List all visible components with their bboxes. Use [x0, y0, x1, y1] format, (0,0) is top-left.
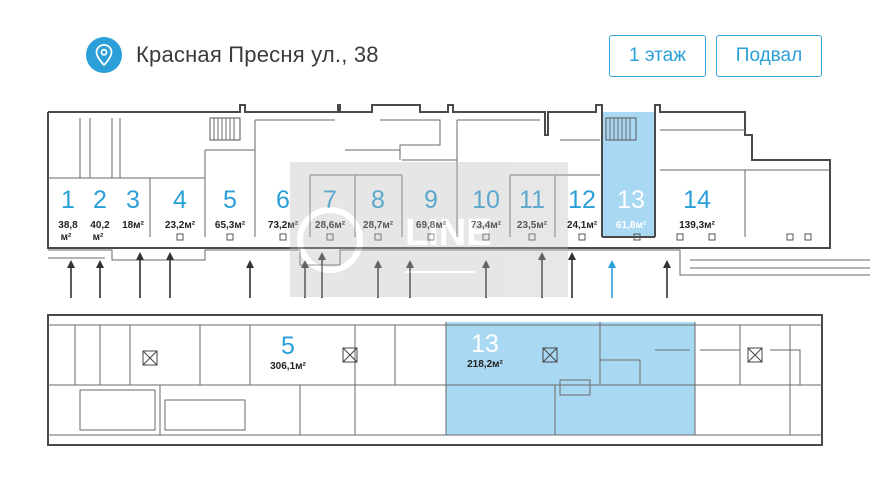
unit-number: 12 [568, 186, 596, 214]
unit-number: 3 [126, 186, 140, 214]
unit-area: 40,2 [90, 220, 110, 231]
unit-number: 5 [223, 186, 237, 214]
entrance-arrow-icon [568, 252, 576, 298]
unit-5[interactable]: 5 65,3м² [215, 186, 246, 231]
unit-number: 7 [323, 186, 337, 214]
unit-area: 139,3м² [679, 220, 715, 231]
unit-number: 8 [371, 186, 385, 214]
unit-area: 28,6м² [315, 220, 346, 231]
entrance-arrow-icon [301, 260, 309, 298]
unit-area: 218,2м² [467, 359, 503, 370]
unit-12[interactable]: 12 24,1м² [567, 186, 598, 231]
ventilation-box-icon [542, 347, 558, 363]
stairs-icon [605, 117, 637, 141]
header: Красная Пресня ул., 38 1 этаж Подвал [0, 0, 877, 100]
fixture-marker [226, 233, 234, 241]
unit-number: 5 [281, 332, 295, 360]
fixture-marker [633, 233, 641, 241]
address-title: Красная Пресня ул., 38 [136, 42, 379, 67]
unit-number: 1 [61, 186, 75, 214]
fixture-marker [482, 233, 490, 241]
unit-area: 69,8м² [416, 220, 447, 231]
fixture-marker [427, 233, 435, 241]
entrance-arrow-icon [482, 260, 490, 298]
unit-area: 24,1м² [567, 220, 598, 231]
fixture-marker [279, 233, 287, 241]
unit-area: 73,2м² [268, 220, 299, 231]
unit-10[interactable]: 10 73,4м² [471, 186, 502, 231]
unit-area: 73,4м² [471, 220, 502, 231]
unit-11[interactable]: 11 23,5м² [517, 186, 548, 231]
entrance-arrow-icon [374, 260, 382, 298]
fixture-marker [528, 233, 536, 241]
ventilation-box-icon [342, 347, 358, 363]
unit-3[interactable]: 3 18м² [122, 186, 145, 231]
entrance-arrow-icon [136, 252, 144, 298]
entrance-arrow-icon [663, 260, 671, 298]
fixture-marker [176, 233, 184, 241]
map-pin-icon [86, 37, 122, 73]
unit-area: 28,7м² [363, 220, 394, 231]
unit-area: 61,8м² [616, 220, 647, 231]
entrance-arrow-icon [538, 252, 546, 298]
entrance-arrow-icon [166, 252, 174, 298]
ventilation-box-icon [142, 350, 158, 366]
unit-number: 6 [276, 186, 290, 214]
unit-area: 23,2м² [165, 220, 196, 231]
unit-9[interactable]: 9 69,8м² [416, 186, 447, 231]
unit-number: 13 [471, 330, 499, 358]
unit-number: 11 [519, 186, 545, 214]
unit-area: 65,3м² [215, 220, 246, 231]
unit-8[interactable]: 8 28,7м² [363, 186, 394, 231]
floor-plan: 138,8м²240,2м²318м²423,2м²565,3м²673,2м²… [47, 104, 870, 446]
entrance-arrow-icon [246, 260, 254, 298]
selected-basement-fill [446, 322, 695, 435]
unit-number: 4 [173, 186, 187, 214]
unit-number: 14 [683, 186, 711, 214]
unit-area: 18м² [122, 220, 145, 231]
unit-14[interactable]: 14 139,3м² [679, 186, 715, 231]
fixture-marker [804, 233, 812, 241]
fixture-marker [326, 233, 334, 241]
unit-13[interactable]: 13 61,8м² [616, 186, 647, 231]
unit-area: 23,5м² [517, 220, 548, 231]
unit-area-unit: м² [61, 232, 72, 243]
fixture-marker [786, 233, 794, 241]
entrance-arrow-icon [406, 260, 414, 298]
selected-unit-fill [602, 112, 656, 237]
unit-area-unit: м² [93, 232, 104, 243]
floor1-button[interactable]: 1 этаж [609, 35, 706, 77]
entrance-arrow-icon [67, 260, 75, 298]
unit-2[interactable]: 2 40,2м² [90, 186, 110, 243]
unit-number: 2 [93, 186, 107, 214]
fixture-marker [676, 233, 684, 241]
unit-area: 38,8 [58, 220, 78, 231]
fixture-marker [374, 233, 382, 241]
unit-7[interactable]: 7 28,6м² [315, 186, 346, 231]
entrance-arrow-icon [318, 252, 326, 298]
unit-number: 10 [472, 186, 500, 214]
basement-button[interactable]: Подвал [716, 35, 822, 77]
entrance-arrow-icon [608, 260, 616, 298]
fixture-marker [708, 233, 716, 241]
fixture-marker [578, 233, 586, 241]
unit-4[interactable]: 4 23,2м² [165, 186, 196, 231]
entrance-arrow-icon [96, 260, 104, 298]
unit-6[interactable]: 6 73,2м² [268, 186, 299, 231]
unit-number: 13 [617, 186, 645, 214]
unit-number: 9 [424, 186, 438, 214]
watermark-text: LINE [405, 212, 492, 254]
ground-floor-plan: 138,8м²240,2м²318м²423,2м²565,3м²673,2м²… [47, 104, 870, 298]
watermark: LINE [290, 162, 568, 297]
ventilation-box-icon [747, 347, 763, 363]
stairs-icon [209, 117, 241, 141]
unit-1[interactable]: 1 38,8м² [58, 186, 78, 243]
unit-area: 306,1м² [270, 361, 306, 372]
